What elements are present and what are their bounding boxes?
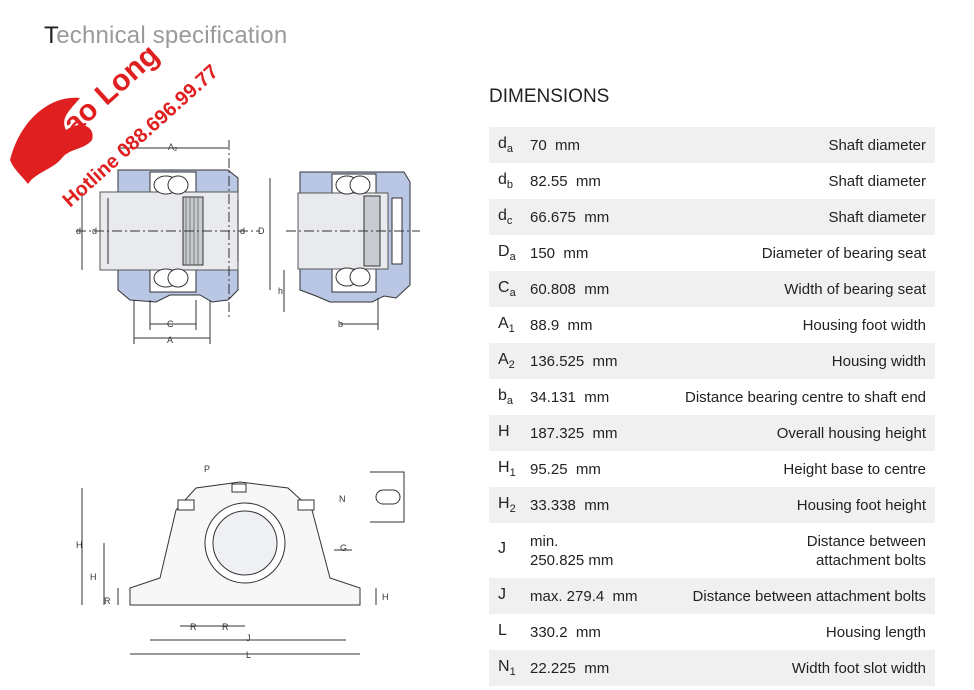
symbol: A1 bbox=[498, 314, 515, 336]
symbol: ba bbox=[498, 386, 514, 408]
table-row: H2 33.338 mm Housing foot height bbox=[489, 487, 935, 523]
value: 150 mm bbox=[530, 244, 589, 262]
section-view-side: h b bbox=[278, 171, 420, 330]
value: 88.9 mm bbox=[530, 316, 593, 334]
description: Width foot slot width bbox=[791, 659, 926, 677]
description: Width of bearing seat bbox=[784, 280, 926, 298]
value: max. 279.4 mm bbox=[530, 587, 638, 605]
symbol: J bbox=[498, 585, 506, 603]
svg-text:R: R bbox=[104, 596, 111, 606]
description: Shaft diameter bbox=[828, 208, 926, 226]
symbol: A2 bbox=[498, 350, 515, 372]
table-row: H1 95.25 mm Height base to centre bbox=[489, 451, 935, 487]
svg-text:D: D bbox=[258, 226, 265, 236]
table-row: db 82.55 mm Shaft diameter bbox=[489, 163, 935, 199]
svg-text:d: d bbox=[76, 226, 81, 236]
table-row: L 330.2 mm Housing length bbox=[489, 614, 935, 650]
symbol: Da bbox=[498, 242, 516, 264]
value: 34.131 mm bbox=[530, 388, 610, 406]
svg-text:R: R bbox=[222, 622, 229, 632]
description: Overall housing height bbox=[776, 424, 926, 442]
symbol: da bbox=[498, 134, 514, 156]
dragon-icon bbox=[10, 97, 93, 184]
value: 95.25 mm bbox=[530, 460, 601, 478]
svg-text:G: G bbox=[340, 543, 347, 553]
symbol: db bbox=[498, 170, 514, 192]
svg-text:h: h bbox=[278, 286, 283, 296]
description: Shaft diameter bbox=[828, 172, 926, 190]
description: Diameter of bearing seat bbox=[761, 244, 926, 262]
svg-text:P: P bbox=[204, 464, 210, 474]
value: 70 mm bbox=[530, 136, 581, 154]
section-view-front: A₂ d d d D C A bbox=[76, 140, 271, 345]
description: Height base to centre bbox=[783, 460, 926, 478]
table-row: A2 136.525 mm Housing width bbox=[489, 343, 935, 379]
technical-drawings: A₂ d d d D C A h b bbox=[76, 140, 420, 660]
value: 60.808 mm bbox=[530, 280, 610, 298]
svg-text:J: J bbox=[246, 633, 251, 643]
svg-text:N: N bbox=[339, 494, 346, 504]
description: Housing foot width bbox=[802, 316, 926, 334]
description: Housing width bbox=[831, 352, 926, 370]
description: Distance between attachment bolts bbox=[692, 587, 926, 605]
value: 22.225 mm bbox=[530, 659, 610, 677]
table-row: A1 88.9 mm Housing foot width bbox=[489, 307, 935, 343]
watermark-logo: Cao Long Hotline 088.696.99.77 bbox=[10, 38, 223, 212]
svg-text:L: L bbox=[246, 650, 251, 660]
symbol: H1 bbox=[498, 458, 516, 480]
svg-text:H: H bbox=[76, 540, 83, 550]
symbol: L bbox=[498, 621, 507, 639]
symbol: H2 bbox=[498, 494, 516, 516]
symbol: N1 bbox=[498, 657, 516, 679]
value: 66.675 mm bbox=[530, 208, 610, 226]
value: 82.55 mm bbox=[530, 172, 601, 190]
section-heading: DIMENSIONS bbox=[489, 86, 610, 107]
svg-text:A: A bbox=[167, 335, 173, 345]
value: 33.338 mm bbox=[530, 496, 610, 514]
value: 187.325 mm bbox=[530, 424, 618, 442]
symbol: Ca bbox=[498, 278, 516, 300]
description: Shaft diameter bbox=[828, 136, 926, 154]
table-row: N1 22.225 mm Width foot slot width bbox=[489, 650, 935, 686]
table-row: da 70 mm Shaft diameter bbox=[489, 127, 935, 163]
svg-text:b: b bbox=[338, 319, 343, 329]
svg-text:H: H bbox=[90, 572, 97, 582]
svg-text:d: d bbox=[92, 226, 97, 236]
table-row: dc 66.675 mm Shaft diameter bbox=[489, 199, 935, 235]
description: Housing length bbox=[825, 623, 926, 641]
svg-text:R: R bbox=[190, 622, 197, 632]
dimensions-table: da 70 mm Shaft diameter db 82.55 mm Shaft … bbox=[489, 127, 935, 686]
svg-text:C: C bbox=[167, 319, 174, 329]
value: min.250.825 mm bbox=[530, 532, 614, 569]
value: 330.2 mm bbox=[530, 623, 601, 641]
value: 136.525 mm bbox=[530, 352, 618, 370]
elevation-view: P N H H R G H R R J L bbox=[76, 464, 405, 660]
description: Housing foot height bbox=[796, 496, 926, 514]
description: Distance bearing centre to shaft end bbox=[685, 388, 926, 406]
svg-text:H: H bbox=[382, 592, 389, 602]
table-row: Da 150 mm Diameter of bearing seat bbox=[489, 235, 935, 271]
table-row: Ca 60.808 mm Width of bearing seat bbox=[489, 271, 935, 307]
table-row: H 187.325 mm Overall housing height bbox=[489, 415, 935, 451]
svg-text:d: d bbox=[240, 226, 245, 236]
label-a2: A₂ bbox=[168, 142, 178, 152]
symbol: dc bbox=[498, 206, 513, 228]
symbol: H bbox=[498, 422, 510, 440]
page-title: Technical specification bbox=[44, 22, 288, 49]
table-row: ba 34.131 mm Distance bearing centre to s… bbox=[489, 379, 935, 415]
symbol: J bbox=[498, 540, 506, 558]
